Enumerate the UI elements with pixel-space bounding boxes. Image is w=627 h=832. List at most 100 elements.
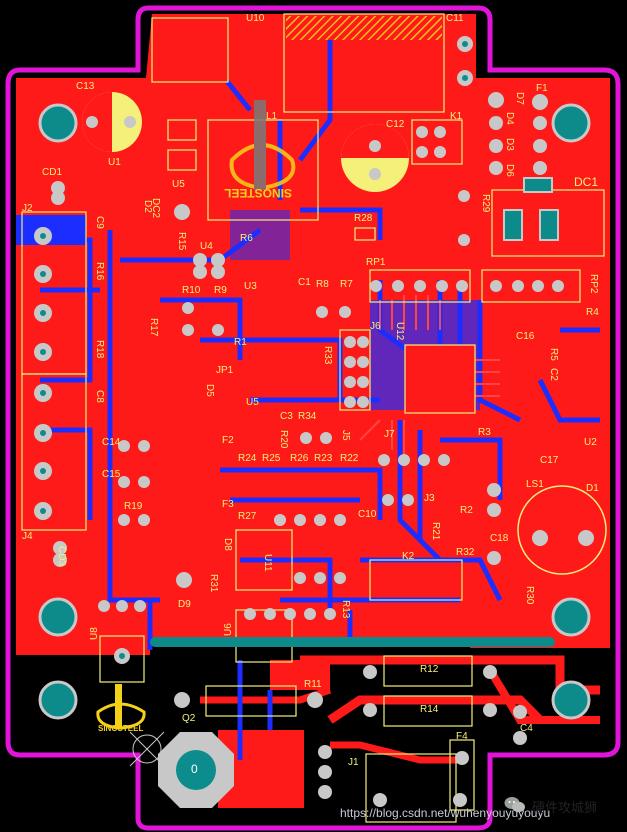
k2-body <box>369 559 463 601</box>
ref-r16: R16 <box>94 262 105 281</box>
ref-r15: R15 <box>176 232 187 251</box>
ref-c18: C18 <box>490 533 509 544</box>
c11-body <box>283 13 445 113</box>
ref-u11: U11 <box>262 554 273 572</box>
ref-r31: R31 <box>208 574 219 593</box>
ref-u3: U3 <box>244 281 257 292</box>
c4-trace <box>486 667 600 724</box>
ref-c1: C1 <box>298 277 311 288</box>
ref-j3: J3 <box>424 493 435 504</box>
ref-c14: C14 <box>102 437 121 448</box>
ref-r32: R32 <box>456 547 475 558</box>
ref-d5: D5 <box>204 384 215 397</box>
power-pad-hole <box>176 750 216 790</box>
ref-u10: U10 <box>246 13 265 24</box>
j6-body <box>339 329 371 411</box>
ref-r12: R12 <box>420 664 439 675</box>
ref-r24: R24 <box>238 453 257 464</box>
ref-c9: C9 <box>94 216 105 229</box>
logo-large <box>229 100 296 191</box>
ref-l1: L1 <box>266 111 278 122</box>
u5-pad-b <box>167 149 197 171</box>
ref-ls1: LS1 <box>526 479 544 490</box>
ref-q2: Q2 <box>182 713 196 724</box>
ref-r14: R14 <box>420 704 439 715</box>
logo-text-large: SINOSTEEL <box>224 186 293 200</box>
ref-f4: F4 <box>456 731 468 742</box>
u10-pad <box>151 17 229 83</box>
ref-d4: D4 <box>504 112 515 125</box>
ref-c13: C13 <box>76 81 95 92</box>
ref-dc1: DC1 <box>574 175 599 189</box>
ref-k1: K1 <box>450 111 463 122</box>
ref-jp1: JP1 <box>216 365 234 376</box>
ref-r18: R18 <box>94 340 105 359</box>
u6-body <box>235 609 293 663</box>
lower-trace-2 <box>327 695 544 724</box>
ref-c12: C12 <box>386 119 405 130</box>
q2-body <box>205 685 297 717</box>
ref-d8: D8 <box>222 538 233 551</box>
r11-pour <box>270 660 330 690</box>
logo-small <box>96 684 146 730</box>
lower-trace-4 <box>330 741 460 764</box>
ref-r13: R13 <box>340 600 351 619</box>
ref-r7: R7 <box>340 279 353 290</box>
ref-d7: D7 <box>514 92 525 105</box>
ref-c17: C17 <box>540 455 559 466</box>
c11-hatched-pad <box>286 16 442 40</box>
ref-r23: R23 <box>314 453 333 464</box>
ref-k2: K2 <box>402 551 415 562</box>
ref-u4: U4 <box>200 241 213 252</box>
ref-d2: D2 <box>142 200 153 213</box>
r28-pad <box>354 227 376 241</box>
drill-holes <box>40 41 468 659</box>
ref-d3: D3 <box>504 138 515 151</box>
u11-body <box>235 529 293 591</box>
ref-j5: J5 <box>340 430 351 441</box>
ref-j4: J4 <box>22 531 33 542</box>
ref-f3: F3 <box>222 499 234 510</box>
ref-u5: U5 <box>172 179 185 190</box>
smd-components <box>21 13 605 823</box>
blue-pour-mid <box>230 210 290 260</box>
ref-r3: R3 <box>478 427 491 438</box>
ref-d9: D9 <box>178 599 191 610</box>
copper-top-pour <box>16 14 610 700</box>
logo-text-small: SINOSTEEL <box>98 724 144 733</box>
ls1-buzzer <box>517 485 607 575</box>
watermark-brand: 硬件攻城狮 <box>532 800 598 815</box>
ref-u12: U12 <box>394 322 405 341</box>
board-outline <box>5 5 621 831</box>
ref-j7: J7 <box>384 429 395 440</box>
ref-r10: R10 <box>182 285 201 296</box>
ref-rp1: RP1 <box>366 257 386 268</box>
ref-u2: U2 <box>584 437 597 448</box>
ref-f1: F1 <box>536 83 548 94</box>
u9-body <box>99 635 145 683</box>
ref-r2: R2 <box>460 505 473 516</box>
ref-c3: C3 <box>280 411 293 422</box>
u5-pad-a <box>167 119 197 141</box>
f4-body <box>449 739 475 811</box>
ref-u6: U6 <box>223 623 234 636</box>
dc1-pad-a <box>503 209 523 241</box>
ref-c10: C10 <box>358 509 377 520</box>
k1-body <box>411 119 463 165</box>
ref-d6: D6 <box>504 164 515 177</box>
lower-trace-3 <box>200 686 332 704</box>
ref-rp2: RP2 <box>588 274 599 294</box>
ref-r22: R22 <box>340 453 359 464</box>
ref-r8: R8 <box>316 279 329 290</box>
power-pad-label: 0 <box>191 762 198 776</box>
ref-c4: C4 <box>520 723 533 734</box>
ref-r34: R34 <box>298 411 317 422</box>
ref-u8: U8 <box>89 627 100 640</box>
j1-body <box>365 753 457 823</box>
ref-c15: C15 <box>102 469 121 480</box>
ref-j2: J2 <box>22 203 33 214</box>
ref-r19: R19 <box>124 501 143 512</box>
ref-r21: R21 <box>430 522 441 541</box>
ref-c8: C8 <box>94 390 105 403</box>
